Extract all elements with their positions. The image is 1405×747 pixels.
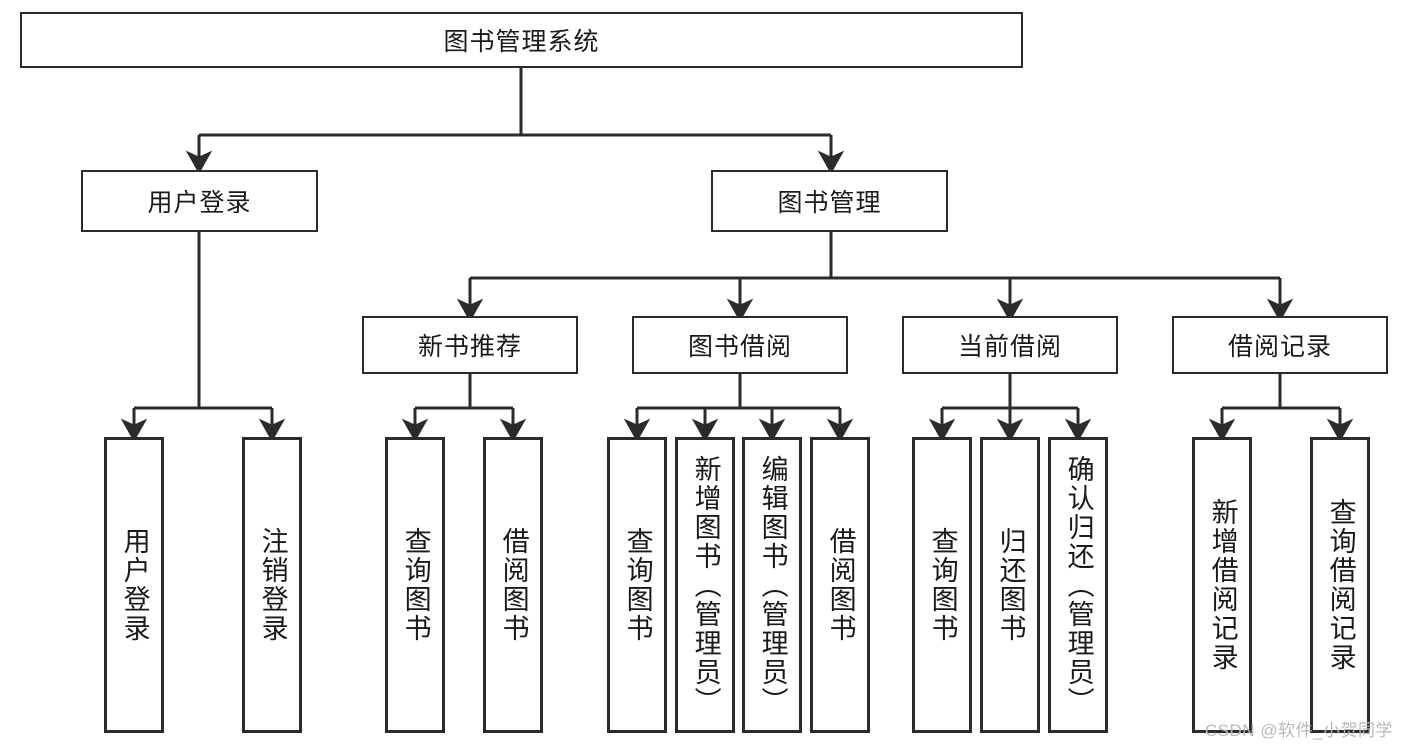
node-book-borrow[interactable]: 图书借阅 [632,316,848,374]
node-label: 注销登录 [257,527,288,643]
leaf-book-borrow-add[interactable]: 新增图书（管理员） [675,437,735,733]
leaf-user-login-logout[interactable]: 注销登录 [242,437,302,733]
node-label: 图书管理系统 [443,28,600,56]
node-root-system[interactable]: 图书管理系统 [20,12,1023,68]
node-label: 借阅记录 [1227,333,1332,361]
node-label: 确认归还（管理员） [1063,454,1094,716]
leaf-user-login-login[interactable]: 用户登录 [104,437,164,733]
node-label: 查询图书 [927,527,958,643]
leaf-new-book-query[interactable]: 查询图书 [385,437,445,733]
node-book-management[interactable]: 图书管理 [711,170,948,232]
node-label: 归还图书 [995,527,1026,643]
leaf-book-borrow-borrow[interactable]: 借阅图书 [810,437,870,733]
leaf-current-borrow-return[interactable]: 归还图书 [980,437,1040,733]
node-current-borrow[interactable]: 当前借阅 [902,316,1118,374]
node-label: 新增图书（管理员） [690,454,721,716]
node-label: 借阅图书 [498,527,529,643]
leaf-borrow-record-add[interactable]: 新增借阅记录 [1192,437,1252,733]
node-borrow-record[interactable]: 借阅记录 [1172,316,1388,374]
node-label: 查询图书 [400,527,431,643]
node-label: 查询借阅记录 [1325,498,1356,672]
watermark-text: CSDN @软件_小贺同学 [1204,721,1393,740]
leaf-book-borrow-query[interactable]: 查询图书 [607,437,667,733]
leaf-current-borrow-query[interactable]: 查询图书 [912,437,972,733]
leaf-new-book-borrow[interactable]: 借阅图书 [483,437,543,733]
node-label: 图书借阅 [687,333,792,361]
leaf-current-borrow-confirm-return[interactable]: 确认归还（管理员） [1048,437,1108,733]
node-label: 编辑图书（管理员） [757,454,788,716]
node-label: 新书推荐 [417,333,522,361]
leaf-book-borrow-edit[interactable]: 编辑图书（管理员） [742,437,802,733]
node-label: 新增借阅记录 [1207,498,1238,672]
node-label: 当前借阅 [957,333,1062,361]
node-label: 借阅图书 [825,527,856,643]
node-label: 查询图书 [622,527,653,643]
leaf-borrow-record-query[interactable]: 查询借阅记录 [1310,437,1370,733]
node-new-book-recommend[interactable]: 新书推荐 [362,316,578,374]
node-user-login[interactable]: 用户登录 [81,170,318,232]
node-label: 图书管理 [777,189,882,217]
node-label: 用户登录 [119,527,150,643]
node-label: 用户登录 [147,189,252,217]
